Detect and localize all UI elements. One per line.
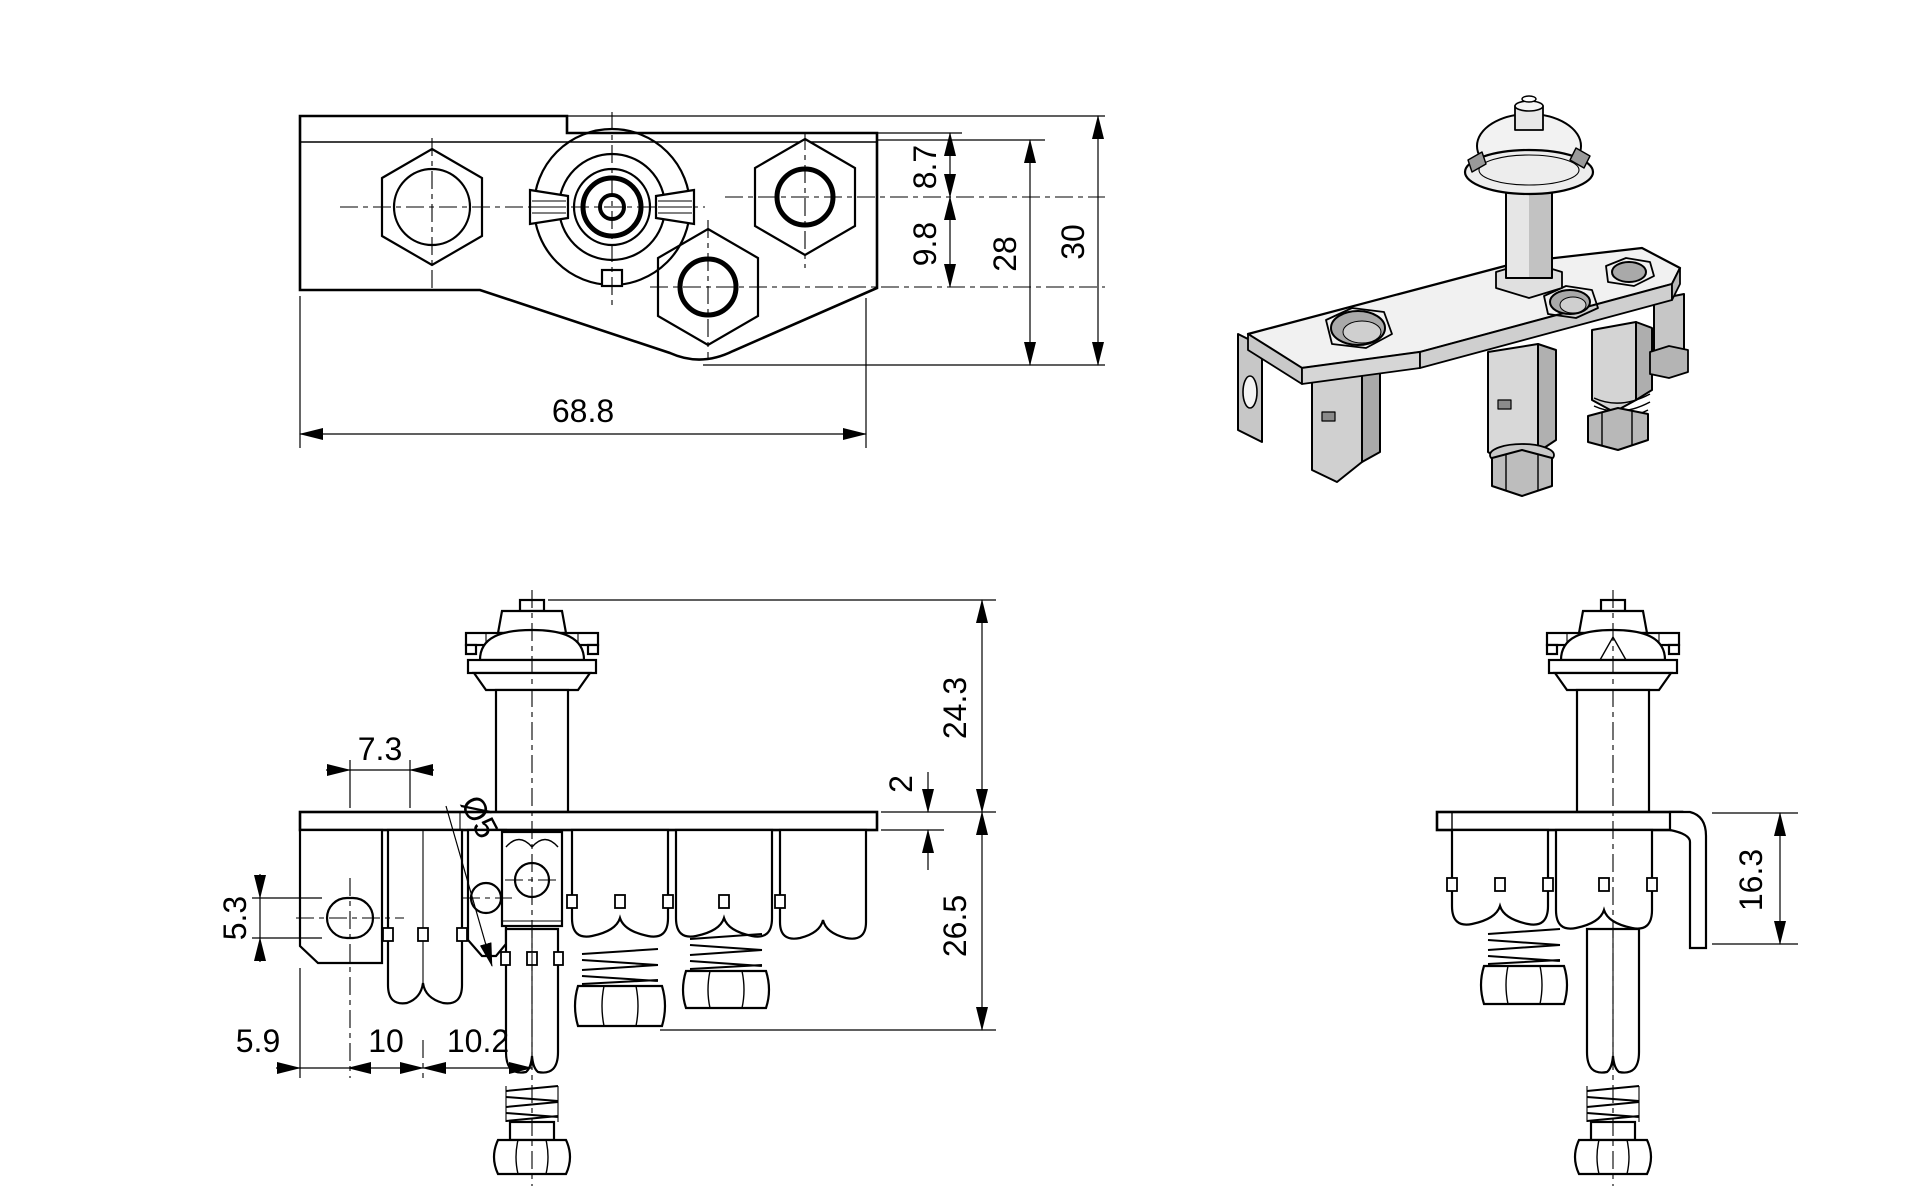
- side-view: 16.3: [1435, 590, 1798, 1186]
- side-flange-tab: [1668, 810, 1708, 950]
- dim-depth-overall-label: 30: [1055, 224, 1091, 260]
- front-hole-leg: [466, 828, 508, 958]
- dim-bottom-chain: 5.9 10 10.2: [236, 968, 533, 1078]
- dim-hole-spacing-label: 9.8: [907, 222, 943, 266]
- front-prong-pair-left: [382, 828, 468, 1005]
- dim-hole-offset-top-label: 8.7: [907, 145, 943, 189]
- dim-pitch-a-label: 10: [368, 1023, 404, 1059]
- iso-leg-center: [1487, 343, 1557, 497]
- side-prongs: [1446, 828, 1658, 930]
- front-right-cluster: [566, 828, 868, 1028]
- dim-height-above-plate-label: 24.3: [937, 677, 973, 739]
- top-view: 68.8 8.7 9.8 28 30: [298, 112, 1105, 448]
- side-plate: [1435, 810, 1684, 832]
- iso-hex-hole-right: [1605, 257, 1655, 287]
- dim-hole-spacing: 9.8: [907, 196, 956, 288]
- dim-pitch-b-label: 10.2: [447, 1023, 509, 1059]
- side-left-stack: [1479, 928, 1569, 1006]
- dim-top-width-label: 68.8: [552, 393, 614, 429]
- dim-top-width: 68.8: [299, 393, 867, 440]
- dim-depth-overall: 30: [1055, 115, 1104, 366]
- isometric-view: [1237, 95, 1689, 497]
- iso-stem: [1495, 167, 1563, 299]
- front-slot-leg: [298, 828, 384, 965]
- dim-slot-height: 5.3: [217, 874, 322, 962]
- dim-height-above-plate: 24.3: [548, 599, 996, 813]
- dim-hole-offset-top: 8.7: [907, 132, 956, 198]
- front-plate: [298, 810, 879, 832]
- dim-plate-thickness: 2: [881, 772, 944, 870]
- iso-stack-far-right: [1649, 293, 1689, 379]
- dim-depth-below-plate: 26.5: [660, 811, 996, 1031]
- dim-depth-below-plate-label: 26.5: [937, 895, 973, 957]
- top-view-extension-lines: [299, 115, 1105, 448]
- dim-plate-thickness-label: 2: [883, 775, 919, 793]
- front-view-centerlines: [296, 590, 560, 1186]
- dim-slot-height-label: 5.3: [217, 896, 253, 940]
- dim-tab-offset: 7.3: [326, 731, 434, 808]
- dim-tab-offset-label: 7.3: [358, 731, 402, 767]
- dim-depth-plate-label: 28: [987, 236, 1023, 272]
- iso-cap: [1463, 95, 1595, 196]
- dim-flange-drop: 16.3: [1712, 812, 1798, 945]
- dim-depth-plate: 28: [987, 139, 1036, 366]
- iso-leg-right: [1587, 321, 1653, 451]
- side-center-column: [1573, 927, 1653, 1176]
- dim-flange-drop-label: 16.3: [1733, 849, 1769, 911]
- iso-hex-hole-mid: [1543, 285, 1599, 319]
- dim-edge-offset-label: 5.9: [236, 1023, 280, 1059]
- iso-hex-hole-left: [1325, 307, 1393, 349]
- front-view: 7.3 Ø5 5.3 5.9 10 10.2 24.3 2 26.5: [217, 590, 996, 1186]
- iso-plate-edge-band: [1247, 267, 1681, 385]
